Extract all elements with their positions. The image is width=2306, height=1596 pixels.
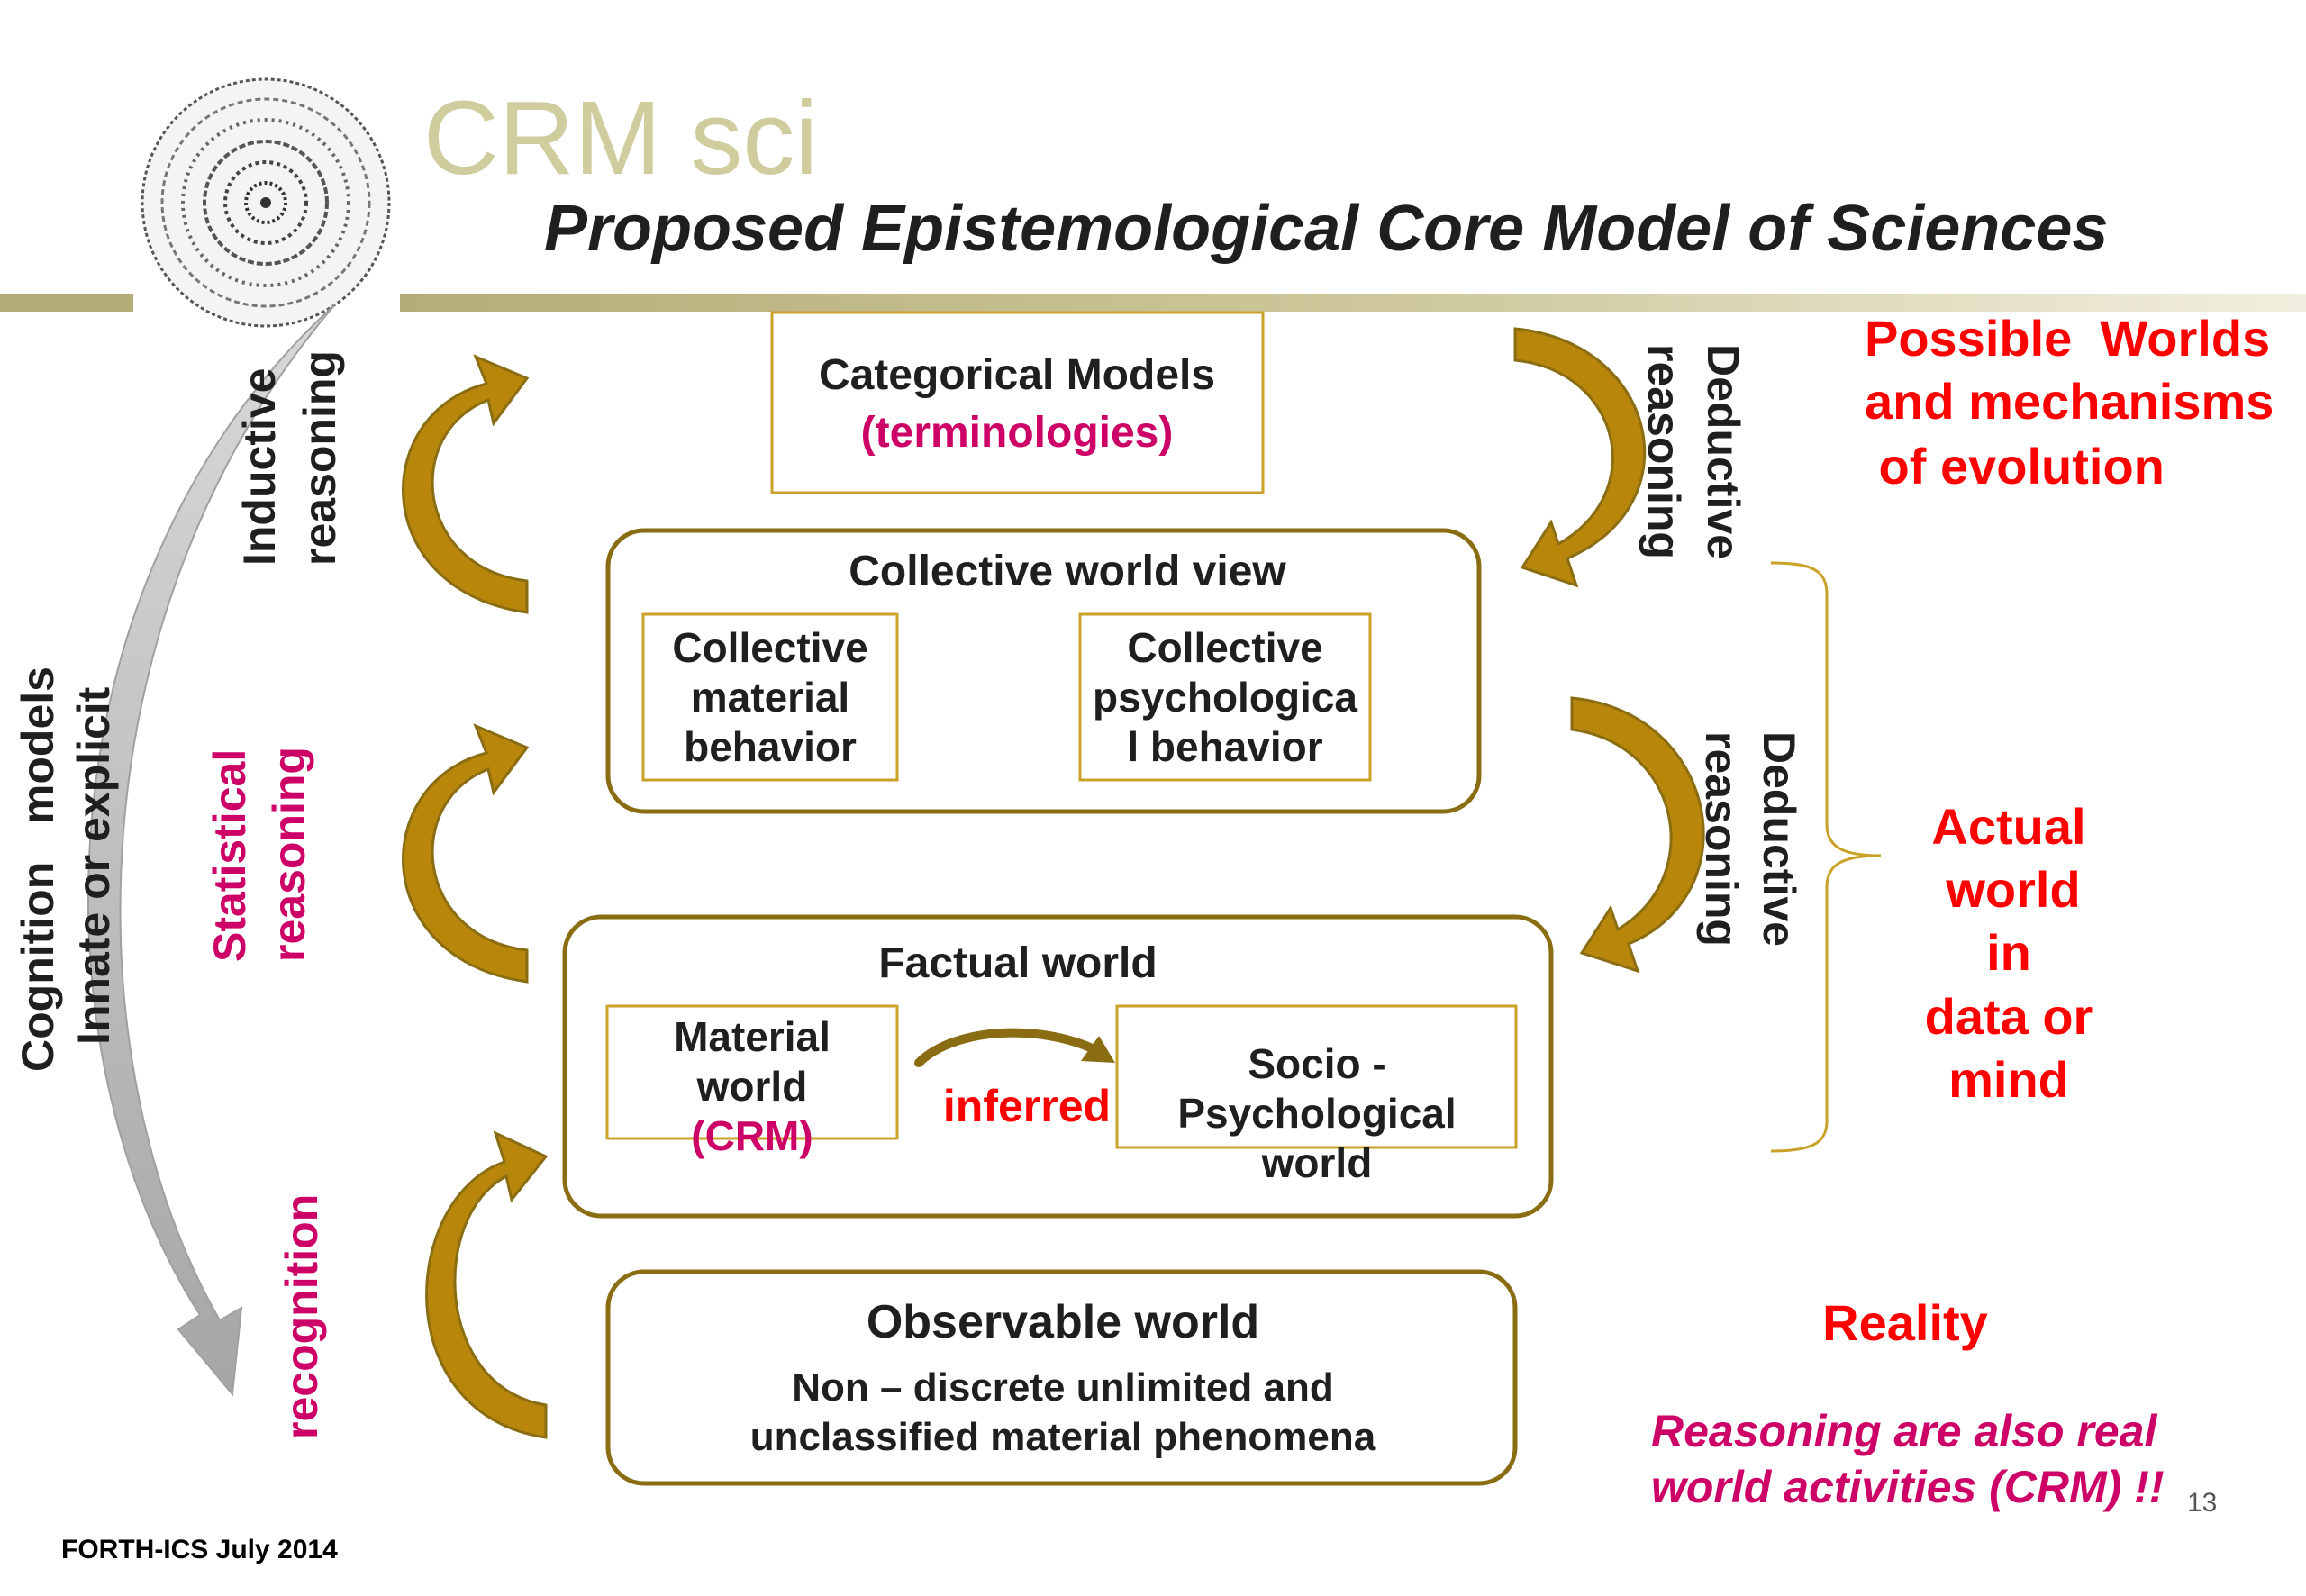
- actual-world-line4: data or: [1925, 988, 2093, 1045]
- material-world-line1: Material: [674, 1013, 831, 1060]
- possible-worlds-line3: of evolution: [1865, 438, 2165, 494]
- cognition-grey-arrow: [87, 304, 336, 1397]
- possible-worlds-line2: and mechanisms: [1865, 373, 2274, 430]
- collective-psychological-line2: psychologica: [1093, 674, 1357, 721]
- innate-explicit-label: Innate or explicit: [68, 686, 119, 1045]
- collective-psychological-line1: Collective: [1127, 624, 1322, 671]
- categorical-models-note: (terminologies): [861, 409, 1174, 457]
- actual-world-line2: world: [1945, 861, 2080, 918]
- collective-world-view-title: Collective world view: [849, 548, 1286, 595]
- socio-psychological-line3: world: [1261, 1139, 1373, 1186]
- header-bar-right: [400, 294, 2306, 312]
- recognition-arrow: [425, 1130, 549, 1439]
- deductive-top-label: Deductive: [1698, 344, 1748, 559]
- footer-org: FORTH-ICS July 2014: [61, 1535, 338, 1564]
- collective-psychological-line3: l behavior: [1127, 723, 1322, 770]
- observable-world-desc-line2: unclassified material phenomena: [750, 1415, 1376, 1459]
- factual-world-title: Factual world: [878, 939, 1157, 987]
- cognition-models-label: Cognition models: [13, 667, 63, 1072]
- inductive-arrow: [402, 354, 530, 614]
- collective-material-line1: Collective: [672, 624, 867, 671]
- deductive-top-reasoning-label: reasoning: [1639, 344, 1689, 559]
- actual-world-line1: Actual: [1931, 798, 2085, 855]
- collective-material-line3: behavior: [684, 723, 857, 770]
- actual-world-brace: [1770, 561, 1882, 1153]
- observable-world-desc-line1: Non – discrete unlimited and: [792, 1365, 1333, 1410]
- inferred-label: inferred: [943, 1081, 1111, 1131]
- inferred-arrow: [914, 1028, 1108, 1067]
- statistical-arrow: [402, 723, 530, 984]
- socio-psychological-line1: Socio -: [1248, 1040, 1385, 1087]
- deductive-mid-label: Deductive: [1754, 731, 1804, 947]
- slide-subtitle: Proposed Epistemological Core Model of S…: [544, 193, 2108, 265]
- material-world-box: [605, 1004, 899, 1140]
- reasoning-note-line2: world activities (CRM) !!: [1651, 1462, 2164, 1512]
- header-bar-left: [0, 294, 133, 312]
- inferred-arrowhead: [1081, 1036, 1115, 1063]
- observable-world-box: [605, 1269, 1518, 1486]
- phaistos-disc-logo: [141, 77, 391, 328]
- possible-worlds-line1: Possible Worlds: [1865, 310, 2270, 367]
- material-world-note: (CRM): [691, 1112, 813, 1159]
- actual-world-line5: mind: [1948, 1051, 2069, 1108]
- socio-psychological-box: [1115, 1004, 1518, 1149]
- reality-label: Reality: [1822, 1294, 1988, 1351]
- observable-world-title: Observable world: [867, 1296, 1259, 1348]
- collective-psychological-box: [1078, 612, 1372, 782]
- material-world-line2: world: [696, 1063, 808, 1110]
- recognition-label: recognition: [277, 1194, 327, 1439]
- reasoning-note-line1: Reasoning are also real: [1651, 1406, 2157, 1456]
- statistical-reasoning-label: reasoning: [264, 747, 314, 962]
- categorical-models-title: Categorical Models: [819, 351, 1215, 399]
- deductive-top-arrow: [1513, 327, 1647, 588]
- page-number: 13: [2187, 1488, 2217, 1518]
- slide-title: CRM sci: [423, 79, 818, 196]
- socio-psychological-line2: Psychological: [1177, 1090, 1456, 1137]
- categorical-models-box: [770, 311, 1265, 494]
- inductive-reasoning-label: reasoning: [295, 350, 345, 566]
- collective-material-box: [641, 612, 899, 782]
- inductive-label: Inductive: [234, 368, 285, 566]
- deductive-mid-arrow: [1570, 696, 1705, 974]
- collective-material-line2: material: [691, 674, 849, 721]
- statistical-label: Statistical: [204, 749, 255, 962]
- actual-world-line3: in: [1986, 924, 2031, 981]
